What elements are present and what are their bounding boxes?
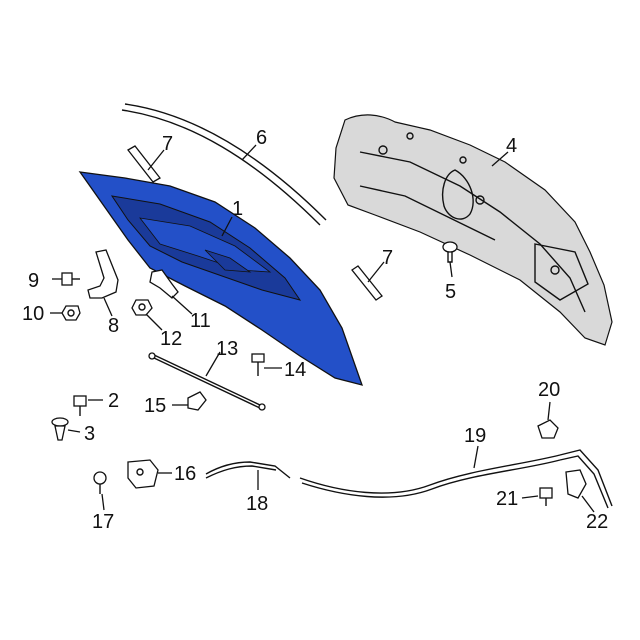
callout-13: 13: [216, 338, 238, 360]
callout-5: 5: [445, 281, 456, 303]
callout-19: 19: [464, 425, 486, 447]
callout-4: 4: [506, 135, 517, 157]
leader-3: [67, 429, 81, 433]
hinge-bolt[interactable]: [61, 272, 80, 286]
leader-4: [491, 151, 509, 167]
callout-7b: 7: [382, 247, 393, 269]
prop-rod-grommet[interactable]: [149, 269, 179, 299]
callout-18: 18: [246, 493, 268, 515]
callout-8: 8: [108, 315, 119, 337]
callout-9: 9: [28, 270, 39, 292]
bracket-bolt[interactable]: [93, 471, 107, 494]
callout-10: 10: [22, 303, 44, 325]
callout-20: 20: [538, 379, 560, 401]
leader-21: [521, 495, 539, 499]
release-handle-cable[interactable]: [205, 461, 291, 479]
callout-14: 14: [284, 359, 306, 381]
callout-7a: 7: [162, 133, 173, 155]
leader-20: [547, 401, 551, 421]
callout-22: 22: [586, 511, 608, 533]
leader-19: [473, 445, 479, 469]
callout-11: 11: [190, 310, 211, 332]
leader-6: [241, 144, 257, 161]
push-pin-clip[interactable]: [51, 417, 69, 441]
leader-11: [171, 295, 193, 315]
release-cable[interactable]: [299, 449, 613, 509]
hood-panel[interactable]: [78, 171, 364, 386]
prop-rod-clip[interactable]: [187, 391, 207, 411]
bumper-pad-right[interactable]: [351, 265, 383, 301]
leader-8: [103, 297, 113, 317]
leader-5: [449, 261, 453, 278]
front-seal-strip[interactable]: [121, 103, 327, 226]
latch-bracket[interactable]: [127, 459, 159, 489]
cable-bolt[interactable]: [539, 487, 553, 506]
screw[interactable]: [251, 353, 265, 376]
leader-13: [205, 351, 221, 377]
callout-16: 16: [174, 463, 196, 485]
callout-1: 1: [232, 198, 243, 220]
callout-3: 3: [84, 423, 95, 445]
callout-21: 21: [496, 488, 518, 510]
leader-7a: [147, 149, 165, 171]
hood-insulator[interactable]: [333, 114, 613, 346]
leader-22: [581, 495, 595, 513]
insulator-retainer[interactable]: [442, 241, 458, 263]
bolt[interactable]: [73, 395, 87, 416]
callout-6: 6: [256, 127, 267, 149]
cable-nut[interactable]: [537, 419, 559, 439]
nut[interactable]: [131, 299, 153, 316]
cable-clip[interactable]: [565, 469, 587, 499]
hinge-nut[interactable]: [61, 305, 81, 321]
leader-1: [221, 216, 233, 237]
hinge-bracket[interactable]: [87, 249, 119, 299]
callout-2: 2: [108, 390, 119, 412]
leader-17: [101, 493, 105, 511]
prop-rod[interactable]: [148, 352, 266, 411]
leader-12: [145, 313, 163, 331]
bumper-pad-left[interactable]: [127, 145, 161, 183]
leader-lines: [50, 144, 595, 513]
callout-17: 17: [92, 511, 114, 533]
callout-labels: 1 2 3 4 5 6 7 7 8 9 10 11 12 13 14 15 16…: [22, 127, 608, 533]
callout-15: 15: [144, 395, 166, 417]
callout-12: 12: [160, 328, 182, 350]
leader-7b: [367, 261, 385, 283]
